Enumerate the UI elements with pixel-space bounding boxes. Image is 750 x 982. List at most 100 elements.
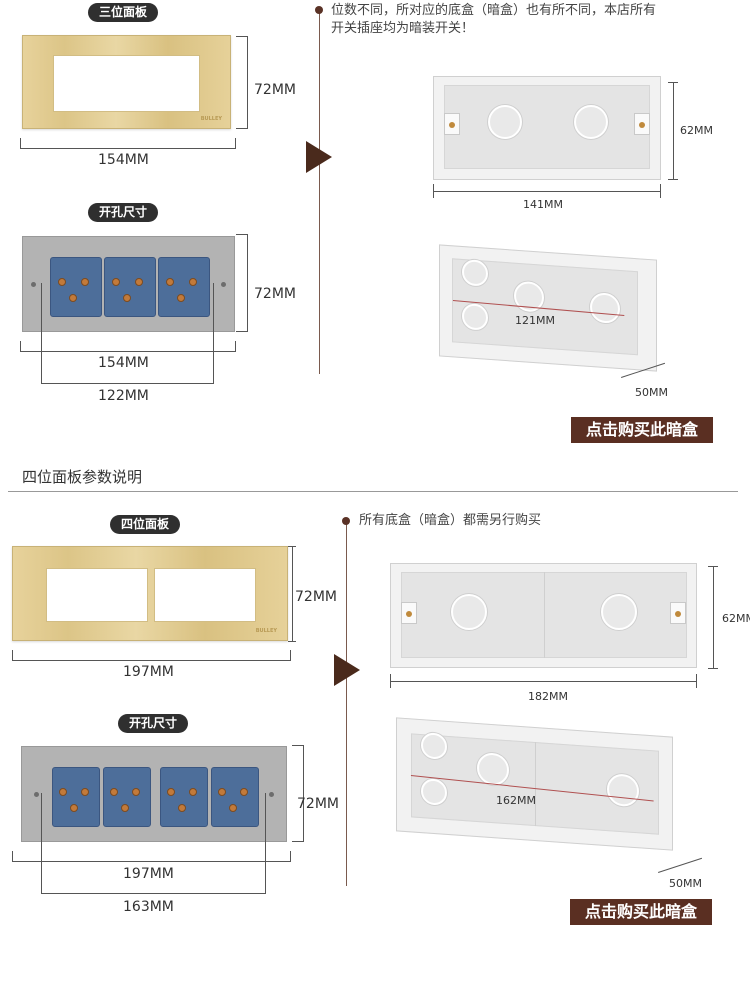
mount-screw bbox=[34, 792, 39, 797]
dimension-line bbox=[247, 36, 248, 129]
screw-lug bbox=[634, 113, 650, 135]
dimension-line bbox=[292, 745, 304, 746]
dimension-line bbox=[12, 861, 291, 862]
panel-width-label: 197MM bbox=[123, 664, 174, 680]
terminal bbox=[110, 788, 118, 796]
dimension-line bbox=[390, 681, 697, 682]
terminal bbox=[240, 788, 248, 796]
note-text: 所有底盒（暗盒）都需另行购买 bbox=[359, 513, 542, 528]
dimension-line bbox=[20, 341, 21, 351]
socket-module bbox=[50, 257, 102, 317]
dimension-line bbox=[696, 674, 697, 688]
dimension-line bbox=[12, 851, 13, 861]
cutout-width-label: 197MM bbox=[123, 866, 174, 882]
dimension-line bbox=[20, 148, 236, 149]
dimension-line bbox=[20, 351, 236, 352]
dimension-line bbox=[660, 184, 661, 198]
three-gang-backplate bbox=[22, 236, 235, 332]
dimension-line bbox=[708, 668, 718, 669]
panel-opening bbox=[53, 55, 200, 112]
box-height-label: 62MM bbox=[722, 612, 750, 625]
box-partition bbox=[544, 572, 545, 658]
four-gang-panel-label: 四位面板 bbox=[110, 515, 180, 534]
box-inner-label: 121MM bbox=[515, 314, 555, 327]
terminal bbox=[112, 278, 120, 286]
terminal bbox=[123, 294, 131, 302]
box-width-label: 141MM bbox=[523, 198, 563, 211]
box-inner-label: 162MM bbox=[496, 794, 536, 807]
dimension-line bbox=[247, 234, 248, 332]
three-gang-box-front bbox=[433, 76, 661, 180]
dimension-line bbox=[41, 383, 214, 384]
panel-opening-right bbox=[154, 568, 256, 622]
dimension-line bbox=[668, 179, 678, 180]
dimension-line bbox=[708, 566, 718, 567]
socket-module bbox=[158, 257, 210, 317]
terminal bbox=[135, 278, 143, 286]
buy-box-button-top[interactable]: 点击购买此暗盒 bbox=[571, 417, 713, 443]
dimension-line bbox=[41, 283, 42, 384]
box-inner bbox=[444, 85, 650, 169]
dimension-line bbox=[236, 128, 248, 129]
dimension-line bbox=[213, 283, 214, 384]
dimension-line bbox=[713, 566, 714, 669]
dimension-line bbox=[668, 82, 678, 83]
knockout-hole bbox=[451, 594, 487, 630]
dimension-line bbox=[236, 36, 248, 37]
dimension-line bbox=[433, 184, 434, 198]
dimension-line bbox=[292, 841, 304, 842]
dimension-line bbox=[41, 893, 266, 894]
mount-screw bbox=[221, 282, 226, 287]
divider-line bbox=[319, 12, 320, 374]
dimension-line bbox=[12, 660, 291, 661]
dimension-line bbox=[658, 857, 703, 873]
note-text-line1: 位数不同，所对应的底盒（暗盒）也有所不同，本店所有 bbox=[331, 3, 657, 18]
dimension-line bbox=[12, 650, 13, 660]
four-gang-backplate bbox=[21, 746, 287, 842]
panel-opening-left bbox=[46, 568, 148, 622]
terminal bbox=[121, 804, 129, 812]
buy-box-button-bottom[interactable]: 点击购买此暗盒 bbox=[570, 899, 712, 925]
cutout-height-label: 72MM bbox=[254, 286, 296, 302]
terminal bbox=[69, 294, 77, 302]
cutout-size-label: 开孔尺寸 bbox=[88, 203, 158, 222]
box-height-label: 62MM bbox=[680, 124, 713, 137]
terminal bbox=[189, 788, 197, 796]
dimension-line bbox=[20, 138, 21, 148]
lug-nut bbox=[406, 611, 412, 617]
knockout-hole bbox=[574, 105, 608, 139]
dimension-line bbox=[673, 82, 674, 180]
terminal bbox=[167, 788, 175, 796]
cutout-width-label: 154MM bbox=[98, 355, 149, 371]
section-title: 四位面板参数说明 bbox=[22, 468, 143, 486]
panel-brand-logo: BULLEY bbox=[255, 628, 277, 634]
four-gang-box-perspective bbox=[396, 717, 673, 851]
terminal bbox=[59, 788, 67, 796]
three-gang-wood-panel: BULLEY bbox=[22, 35, 231, 129]
terminal bbox=[166, 278, 174, 286]
panel-width-label: 154MM bbox=[98, 152, 149, 168]
dimension-line bbox=[292, 546, 293, 642]
socket-module bbox=[104, 257, 156, 317]
lug-nut bbox=[639, 122, 645, 128]
box-partition bbox=[535, 742, 536, 827]
box-width-label: 182MM bbox=[528, 690, 568, 703]
dimension-line bbox=[265, 793, 266, 894]
knockout-hole bbox=[601, 594, 637, 630]
bullet-icon bbox=[315, 6, 323, 14]
dimension-line bbox=[236, 331, 248, 332]
terminal bbox=[177, 294, 185, 302]
dimension-line bbox=[41, 793, 42, 894]
arrow-right-icon bbox=[334, 654, 360, 686]
panel-height-label: 72MM bbox=[254, 82, 296, 98]
terminal bbox=[58, 278, 66, 286]
dimension-line bbox=[288, 546, 296, 547]
dimension-line bbox=[235, 138, 236, 148]
terminal bbox=[81, 788, 89, 796]
dimension-line bbox=[236, 234, 248, 235]
dimension-line bbox=[390, 674, 391, 688]
arrow-right-icon bbox=[306, 141, 332, 173]
box-depth-label: 50MM bbox=[669, 877, 702, 890]
cutout-size-label: 开孔尺寸 bbox=[118, 714, 188, 733]
terminal bbox=[229, 804, 237, 812]
